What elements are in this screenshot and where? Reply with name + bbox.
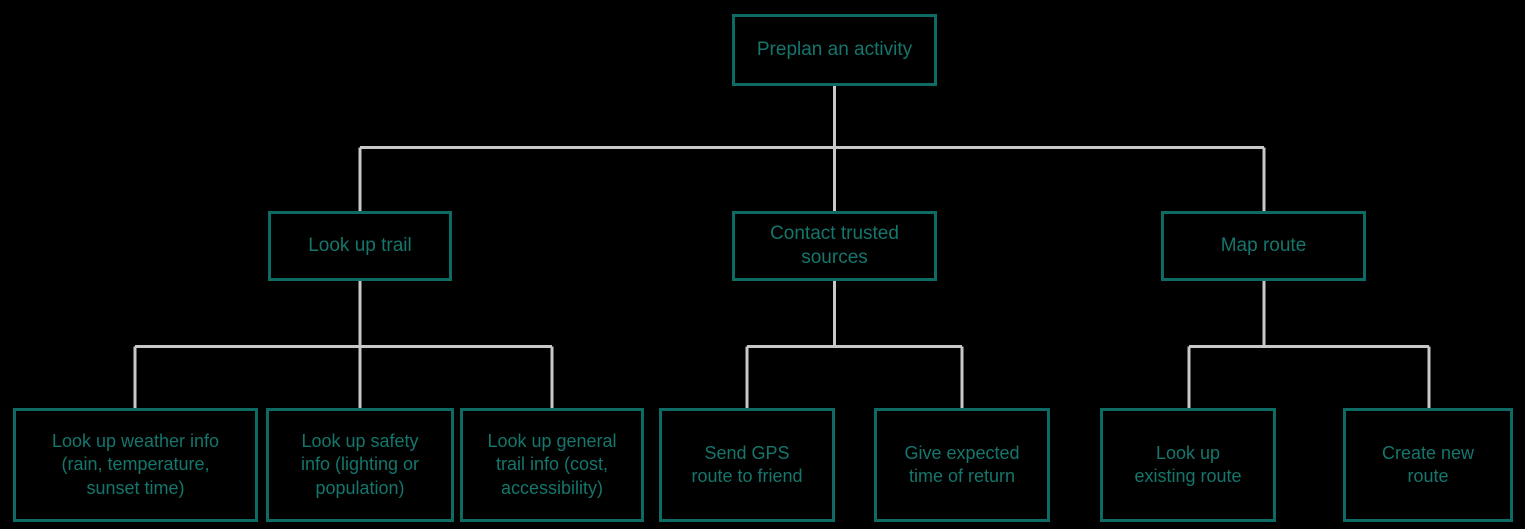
node-label: Map route: [1220, 234, 1307, 256]
node-map-route[interactable]: Map route: [1161, 211, 1366, 281]
node-give-expected-time-of-return[interactable]: Give expected time of return: [874, 408, 1050, 522]
node-label: Look up safety info (lighting or populat…: [300, 431, 420, 498]
node-look-up-general-trail-info[interactable]: Look up general trail info (cost, access…: [460, 408, 644, 522]
node-preplan-an-activity[interactable]: Preplan an activity: [732, 14, 937, 86]
node-look-up-existing-route[interactable]: Look up existing route: [1100, 408, 1276, 522]
node-label: Look up existing route: [1134, 442, 1242, 486]
node-label: Send GPS route to friend: [691, 442, 803, 486]
node-look-up-safety-info[interactable]: Look up safety info (lighting or populat…: [266, 408, 454, 522]
node-label: Look up trail: [308, 234, 412, 256]
node-label: Create new route: [1381, 442, 1475, 486]
node-label: Look up weather info (rain, temperature,…: [51, 431, 220, 498]
node-label: Give expected time of return: [904, 442, 1020, 486]
node-look-up-trail[interactable]: Look up trail: [268, 211, 452, 281]
node-label: Look up general trail info (cost, access…: [487, 431, 617, 498]
node-create-new-route[interactable]: Create new route: [1343, 408, 1513, 522]
node-label: Preplan an activity: [756, 38, 913, 60]
node-contact-trusted-sources[interactable]: Contact trusted sources: [732, 211, 937, 281]
node-label: Contact trusted sources: [770, 222, 899, 268]
node-send-gps-route-to-friend[interactable]: Send GPS route to friend: [659, 408, 835, 522]
node-look-up-weather-info[interactable]: Look up weather info (rain, temperature,…: [13, 408, 258, 522]
